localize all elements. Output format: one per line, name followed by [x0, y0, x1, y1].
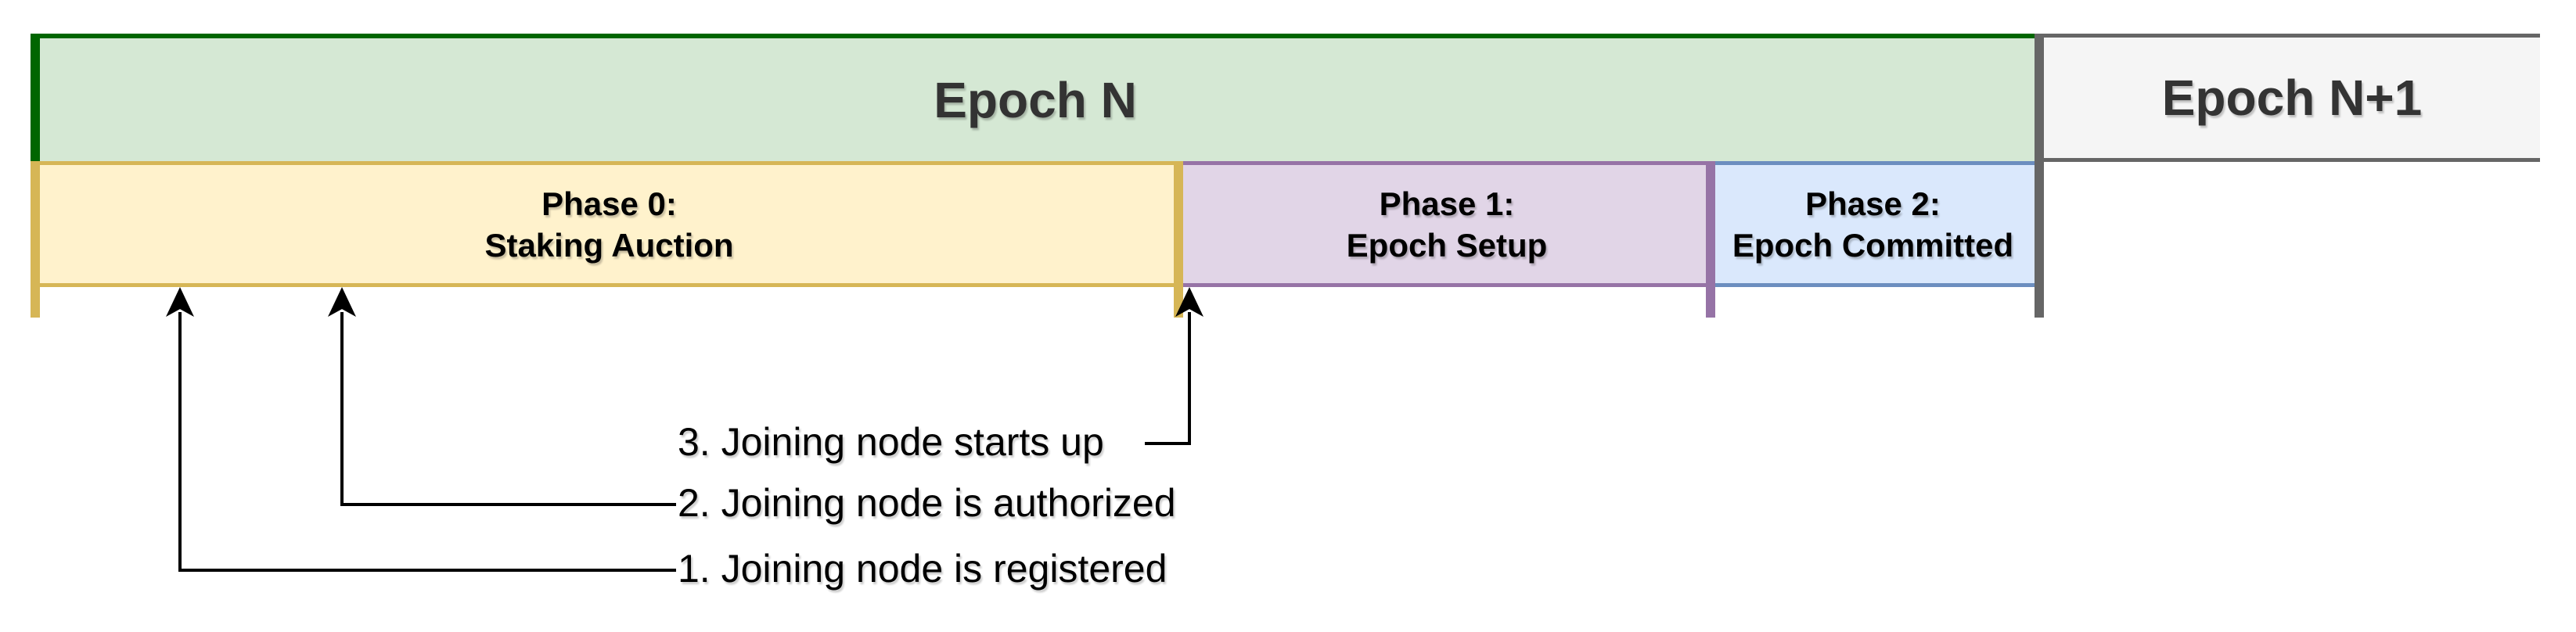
phase-0-label-line2: Staking Auction: [484, 226, 734, 264]
phase-1-bar: Phase 1: Epoch Setup: [1183, 161, 1711, 287]
arrow-1-elbow: [178, 569, 676, 572]
phase-0-end-marker-line: [1174, 161, 1183, 318]
phase-0-label-line1: Phase 0:: [541, 185, 677, 222]
epoch-n1-label: Epoch N+1: [2161, 70, 2423, 126]
epoch-boundary-divider-line: [2035, 34, 2044, 318]
phase-0-label: Phase 0: Staking Auction: [484, 183, 733, 266]
arrow-1-stem: [178, 312, 182, 572]
phase-1-label: Phase 1: Epoch Setup: [1347, 183, 1548, 266]
annotation-joining-node-is-registered: 1. Joining node is registered: [678, 547, 1167, 591]
phase-2-label-line2: Epoch Committed: [1732, 226, 2014, 264]
arrow-2-elbow: [340, 503, 676, 506]
phase-2-label-line1: Phase 2:: [1805, 185, 1941, 222]
arrow-2-stem: [340, 312, 344, 506]
phase-2-bar: Phase 2: Epoch Committed: [1711, 161, 2035, 287]
epoch-n1-bar: Epoch N+1: [2044, 34, 2540, 162]
epoch-n-bar: Epoch N: [35, 34, 2035, 161]
arrow-3-elbow: [1145, 442, 1191, 445]
arrow-3-stem: [1188, 312, 1191, 445]
epoch-n-label: Epoch N: [934, 71, 1137, 128]
annotation-joining-node-starts-up: 3. Joining node starts up: [678, 420, 1104, 464]
phase-1-end-marker-line: [1706, 161, 1715, 318]
epoch-start-marker-line: [31, 34, 40, 161]
phase-0-start-marker-line: [31, 161, 40, 318]
phase-1-label-line1: Phase 1:: [1379, 185, 1515, 222]
phase-2-label: Phase 2: Epoch Committed: [1732, 183, 2013, 266]
phase-0-bar: Phase 0: Staking Auction: [35, 161, 1183, 287]
phase-1-label-line2: Epoch Setup: [1346, 226, 1548, 264]
annotation-joining-node-is-authorized: 2. Joining node is authorized: [678, 481, 1176, 525]
